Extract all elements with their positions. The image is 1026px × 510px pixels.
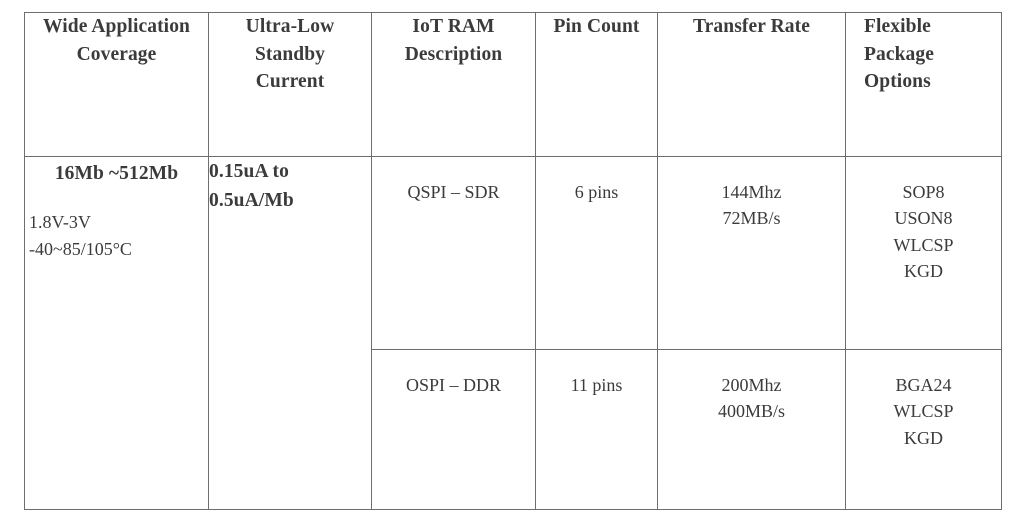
header-transfer-rate: Transfer Rate [657, 12, 846, 157]
header-line: Pin Count [553, 16, 640, 37]
header-line: Transfer Rate [692, 16, 810, 37]
transfer-rate-throughput: 72MB/s [722, 208, 781, 229]
table-row: 16Mb ~512Mb 1.8V-3V -40~85/105°C 0.15uA … [24, 156, 1002, 510]
header-line: Coverage [76, 43, 157, 65]
package-option: WLCSP [893, 234, 954, 255]
header-line: Package [864, 43, 935, 65]
standby-current-line: 0.15uA to [209, 161, 289, 182]
standby-current-line: 0.5uA/Mb [209, 190, 294, 212]
header-line: Options [864, 71, 931, 93]
cell-packages-row1: SOP8 USON8 WLCSP KGD [845, 156, 1002, 350]
header-pin-count: Pin Count [535, 12, 658, 157]
header-line: Current [255, 71, 325, 93]
temperature-value: -40~85/105°C [29, 239, 132, 259]
header-line: Ultra-Low [245, 16, 335, 37]
package-option: KGD [904, 427, 943, 448]
cell-description-row1: QSPI – SDR [371, 156, 536, 350]
transfer-rate-clock: 200Mhz [721, 375, 782, 395]
cell-pin-count-row2: 11 pins [535, 349, 658, 510]
header-ultra-low-standby-current: Ultra-Low Standby Current [208, 12, 372, 157]
cell-description-row2: OSPI – DDR [371, 349, 536, 510]
header-wide-application-coverage: Wide Application Coverage [24, 12, 209, 157]
transfer-rate-clock: 144Mhz [721, 182, 782, 202]
description-value: OSPI – DDR [405, 375, 502, 395]
package-option: WLCSP [893, 401, 954, 422]
cell-standby-current-merged: 0.15uA to 0.5uA/Mb [208, 156, 372, 510]
iot-ram-spec-table: Wide Application Coverage Ultra-Low Stan… [24, 12, 1002, 510]
cell-transfer-rate-row2: 200Mhz 400MB/s [657, 349, 846, 510]
package-option: USON8 [894, 208, 953, 229]
package-option: BGA24 [895, 375, 952, 395]
package-option: SOP8 [902, 182, 945, 202]
header-line: Wide Application [43, 16, 190, 37]
pin-count-value: 6 pins [574, 182, 619, 202]
header-line: Description [404, 43, 503, 65]
spec-table-container: Wide Application Coverage Ultra-Low Stan… [24, 12, 1002, 510]
coverage-sub-specs: 1.8V-3V -40~85/105°C [29, 209, 208, 263]
cell-transfer-rate-row1: 144Mhz 72MB/s [657, 156, 846, 350]
header-line: Standby [254, 43, 326, 65]
header-line: Flexible [864, 16, 931, 37]
header-line: IoT RAM [412, 16, 495, 37]
header-iot-ram-description: IoT RAM Description [371, 12, 536, 157]
voltage-value: 1.8V-3V [29, 212, 91, 232]
header-flexible-package-options: Flexible Package Options [845, 12, 1002, 157]
description-value: QSPI – SDR [407, 182, 500, 202]
cell-packages-row2: BGA24 WLCSP KGD [845, 349, 1002, 510]
transfer-rate-throughput: 400MB/s [717, 401, 786, 422]
package-option: KGD [904, 261, 943, 282]
cell-pin-count-row1: 6 pins [535, 156, 658, 350]
capacity-value: 16Mb ~512Mb [54, 163, 179, 184]
pin-count-value: 11 pins [570, 375, 623, 395]
cell-coverage-merged: 16Mb ~512Mb 1.8V-3V -40~85/105°C [24, 156, 209, 510]
table-header-row: Wide Application Coverage Ultra-Low Stan… [24, 12, 1002, 157]
table-row: OSPI – DDR 11 pins 200Mhz 400MB/s BGA24 … [25, 349, 1002, 510]
